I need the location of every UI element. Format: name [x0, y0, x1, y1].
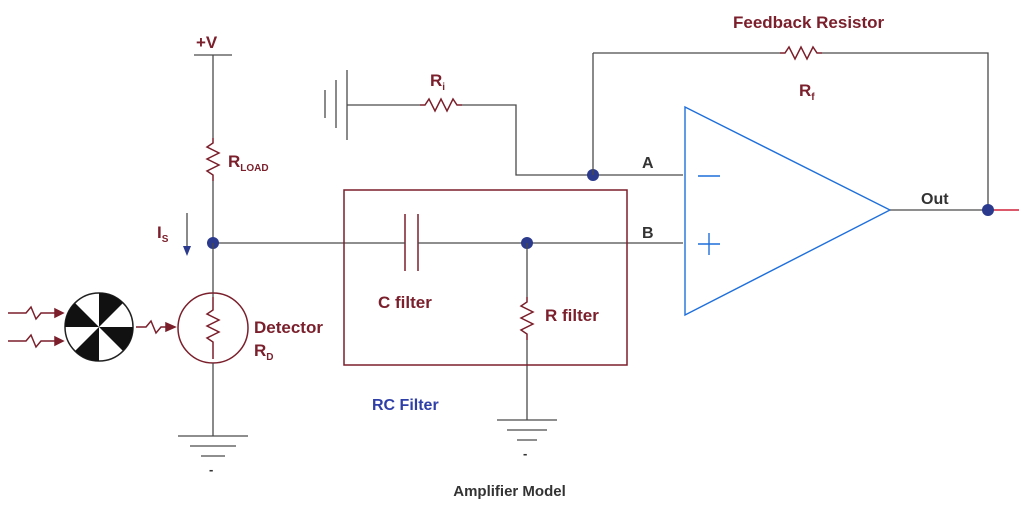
detector-resistor	[205, 297, 221, 359]
rf-resistor	[780, 45, 822, 61]
node-out	[982, 204, 994, 216]
chopped-light-icon	[136, 319, 177, 335]
supply-label: +V	[196, 33, 218, 52]
out-label: Out	[921, 191, 949, 208]
feedback-wire-right	[822, 52, 989, 210]
chopper-wheel-icon	[64, 292, 134, 362]
rload-label: RLOAD	[228, 152, 269, 174]
diagram-caption: Amplifier Model	[453, 483, 566, 500]
c-filter-label: C filter	[378, 293, 432, 312]
r-filter-resistor	[519, 297, 535, 340]
rload-resistor	[205, 138, 221, 181]
node-a-label: A	[642, 155, 654, 172]
rc-filter-box	[343, 189, 628, 366]
ri-resistor	[420, 97, 462, 113]
current-arrow-icon	[183, 246, 191, 256]
feedback-title: Feedback Resistor	[733, 13, 885, 32]
amplifier-circuit-diagram: +V RLOAD IS C filter R filter RC Filter …	[8, 13, 1019, 477]
r-filter-label: R filter	[545, 306, 599, 325]
node-b-label: B	[642, 225, 654, 242]
is-label: IS	[157, 223, 169, 245]
opamp-triangle	[684, 105, 892, 317]
svg-text:-: -	[523, 446, 527, 461]
rf-label: Rf	[799, 81, 815, 103]
detector-label: Detector	[254, 318, 323, 337]
ri-label: Ri	[430, 71, 445, 93]
rc-filter-label: RC Filter	[372, 397, 439, 414]
rd-label: RD	[254, 341, 274, 363]
ri-wire-right	[462, 104, 683, 176]
svg-text:-: -	[209, 462, 213, 477]
light-rays-icon	[8, 305, 65, 349]
